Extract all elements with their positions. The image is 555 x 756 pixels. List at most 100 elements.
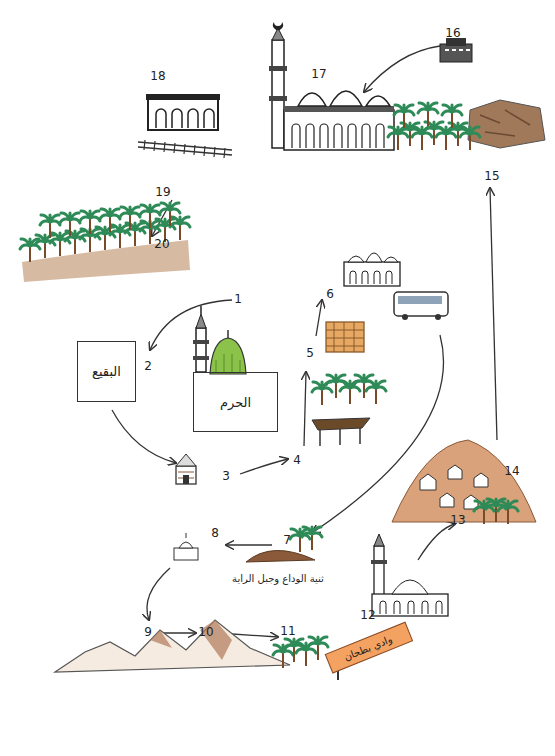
mosque — [371, 560, 387, 564]
callout-number: 18 — [150, 69, 165, 83]
mosque — [344, 262, 400, 286]
palm-field — [140, 205, 160, 228]
route-arrows — [490, 188, 497, 440]
small-building — [445, 49, 470, 51]
train-station — [148, 98, 218, 130]
big-mosque — [292, 124, 384, 148]
haram-minaret — [196, 328, 206, 372]
mosque — [392, 580, 428, 594]
mountain-camp — [392, 440, 536, 522]
valley-sign — [325, 622, 412, 673]
small-mosque — [176, 466, 196, 484]
shade-canopy — [312, 418, 370, 430]
palm-grove — [340, 381, 360, 404]
valley-sign — [325, 622, 412, 680]
callout-number: 8 — [211, 526, 219, 540]
big-mosque — [298, 91, 390, 106]
route-arrows — [112, 46, 497, 637]
callout-number: 15 — [484, 169, 499, 183]
palm-grove — [418, 103, 438, 126]
big-mosque — [284, 106, 394, 112]
place-box: البقيع — [77, 341, 136, 402]
palm-grove — [312, 375, 386, 405]
palm-field — [50, 233, 70, 256]
small-building — [440, 44, 472, 62]
palm-grove — [366, 381, 386, 404]
palm-field — [80, 211, 100, 234]
mosque — [344, 253, 400, 286]
palm-grove — [460, 127, 480, 150]
callout-number: 3 — [222, 469, 230, 483]
callout-number: 12 — [360, 608, 375, 622]
place-name: البقيع — [92, 364, 121, 379]
small-building — [440, 38, 472, 62]
small-mosque — [179, 542, 193, 548]
green-dome — [227, 330, 229, 338]
mountain-range — [55, 620, 290, 672]
mosque — [372, 594, 448, 616]
green-dome — [216, 354, 240, 374]
place-label: ثنية الوداع وجبل الراية — [232, 573, 324, 584]
hill — [246, 550, 315, 562]
small-mosque — [186, 533, 187, 538]
callout-number: 7 — [283, 533, 291, 547]
palm-grove — [296, 643, 316, 666]
callout-number: 9 — [144, 625, 152, 639]
small-mosque — [183, 475, 189, 484]
callout-number: 13 — [450, 513, 465, 527]
palm-field — [95, 227, 115, 250]
bus — [402, 314, 408, 320]
haram-minaret — [193, 340, 209, 344]
route-arrows — [304, 372, 306, 446]
palm-grove — [312, 382, 332, 405]
callout-number: 14 — [504, 464, 519, 478]
callout-number: 19 — [155, 185, 170, 199]
mosque — [350, 271, 392, 284]
palm-field — [20, 203, 190, 282]
palm-grove — [388, 100, 545, 150]
mountain-range — [55, 620, 290, 672]
mountain-camp — [392, 440, 536, 524]
mosque — [374, 534, 384, 546]
palm-grove — [412, 127, 432, 150]
palm-field — [35, 235, 55, 258]
small-mosque — [176, 454, 196, 484]
palm-field — [170, 217, 190, 240]
green-dome — [210, 330, 246, 374]
mountain-camp — [498, 501, 518, 524]
palm-grove — [442, 105, 462, 128]
shade-canopy — [312, 418, 370, 446]
bus — [398, 296, 442, 304]
small-mosque — [176, 454, 196, 466]
haram-minaret — [193, 356, 209, 360]
mosque — [374, 546, 384, 596]
route-arrows — [418, 524, 455, 560]
mosque — [380, 601, 442, 614]
palm-field — [40, 215, 60, 238]
haram-minaret — [196, 314, 206, 328]
bus — [394, 292, 448, 316]
small-mosque — [174, 533, 198, 560]
haram-minaret — [193, 306, 209, 372]
palm-field — [160, 203, 180, 226]
callout-number: 10 — [198, 625, 213, 639]
bus — [394, 292, 448, 320]
callout-number: 20 — [154, 237, 169, 251]
palm-grove — [468, 100, 545, 148]
big-mosque — [269, 66, 287, 71]
wooden-stack — [326, 322, 364, 352]
route-arrows — [163, 632, 196, 633]
route-arrows — [364, 46, 440, 92]
callout-number: 6 — [326, 287, 334, 301]
place-name: الحرم — [220, 395, 251, 410]
mosque — [348, 253, 398, 262]
palm-grove — [394, 105, 414, 128]
palm-field — [65, 231, 85, 254]
train-station — [146, 94, 220, 100]
train-station — [156, 109, 214, 128]
hill — [302, 527, 322, 550]
shade-canopy — [320, 428, 360, 446]
callout-number: 16 — [445, 26, 460, 40]
callout-number: 1 — [234, 292, 242, 306]
